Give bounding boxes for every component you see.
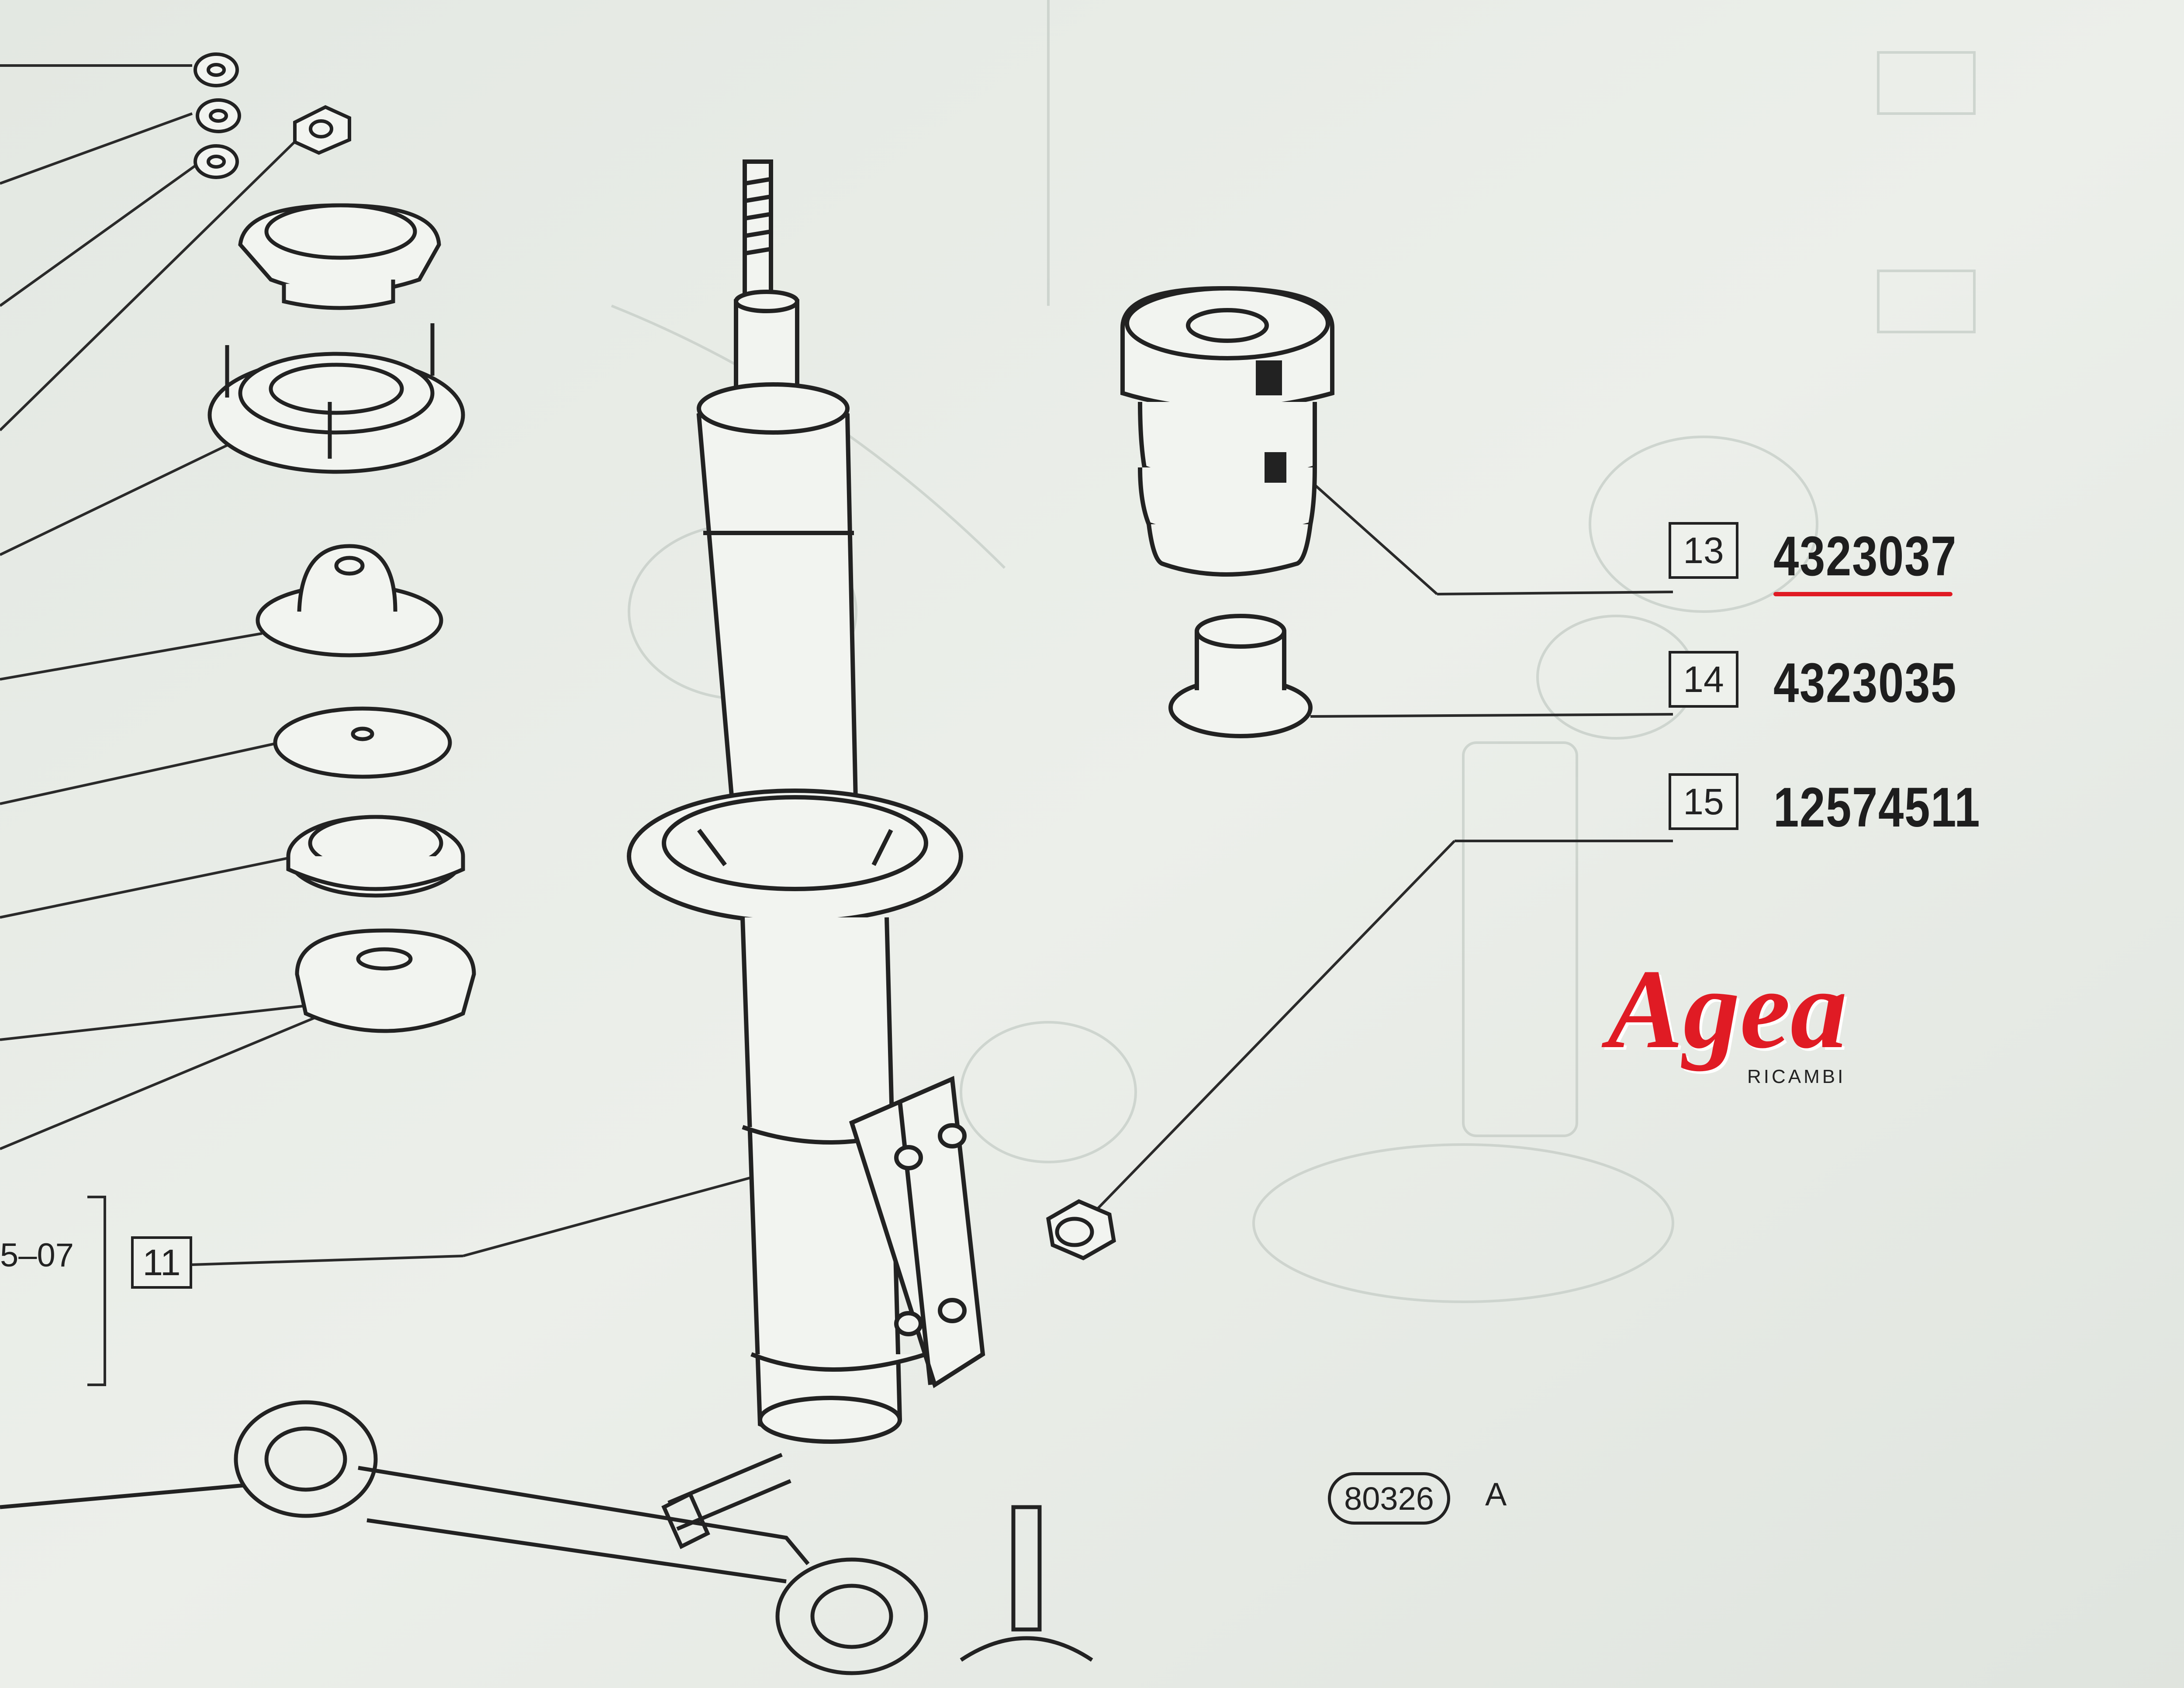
callout-index-15: 15 <box>1669 773 1738 830</box>
callout-index-13: 13 <box>1669 522 1738 579</box>
callout-index-11: 11 <box>131 1236 192 1289</box>
top-cup <box>238 203 441 310</box>
bushing-part <box>1168 614 1313 738</box>
bump-stop-part <box>1120 286 1334 577</box>
flat-washer <box>273 706 452 779</box>
callout-index-14: 14 <box>1669 651 1738 708</box>
control-arm <box>0 1400 1093 1675</box>
part-number-14: 4323035 <box>1773 652 1957 714</box>
callout-index-15-text: 15 <box>1683 781 1724 822</box>
small-nuts <box>194 52 351 179</box>
figure-code: 80326 <box>1344 1480 1434 1517</box>
figure-suffix: A <box>1485 1476 1507 1512</box>
callout-index-14-text: 14 <box>1683 658 1724 700</box>
part-number-highlight-underline <box>1773 592 1952 596</box>
shock-absorber <box>627 159 985 1444</box>
leader-lines <box>0 64 1673 1386</box>
agea-logo: Agea <box>1607 946 1847 1072</box>
bearing-ring <box>286 815 465 898</box>
bleed-through-shapes <box>611 0 1976 1303</box>
agea-logo-subtitle: RICAMBI <box>1747 1066 1846 1087</box>
lower-cup <box>295 928 476 1033</box>
callout-index-11-text: 11 <box>142 1242 181 1283</box>
callout-index-13-text: 13 <box>1683 529 1724 571</box>
figure-code-badge: 80326 <box>1328 1472 1450 1525</box>
partial-part-number: 5–07 <box>0 1237 74 1274</box>
rubber-bump <box>256 544 443 657</box>
nut-part <box>1046 1199 1116 1261</box>
strut-mount <box>207 323 465 474</box>
part-number-13: 4323037 <box>1773 525 1957 588</box>
part-number-15: 12574511 <box>1773 776 1981 839</box>
